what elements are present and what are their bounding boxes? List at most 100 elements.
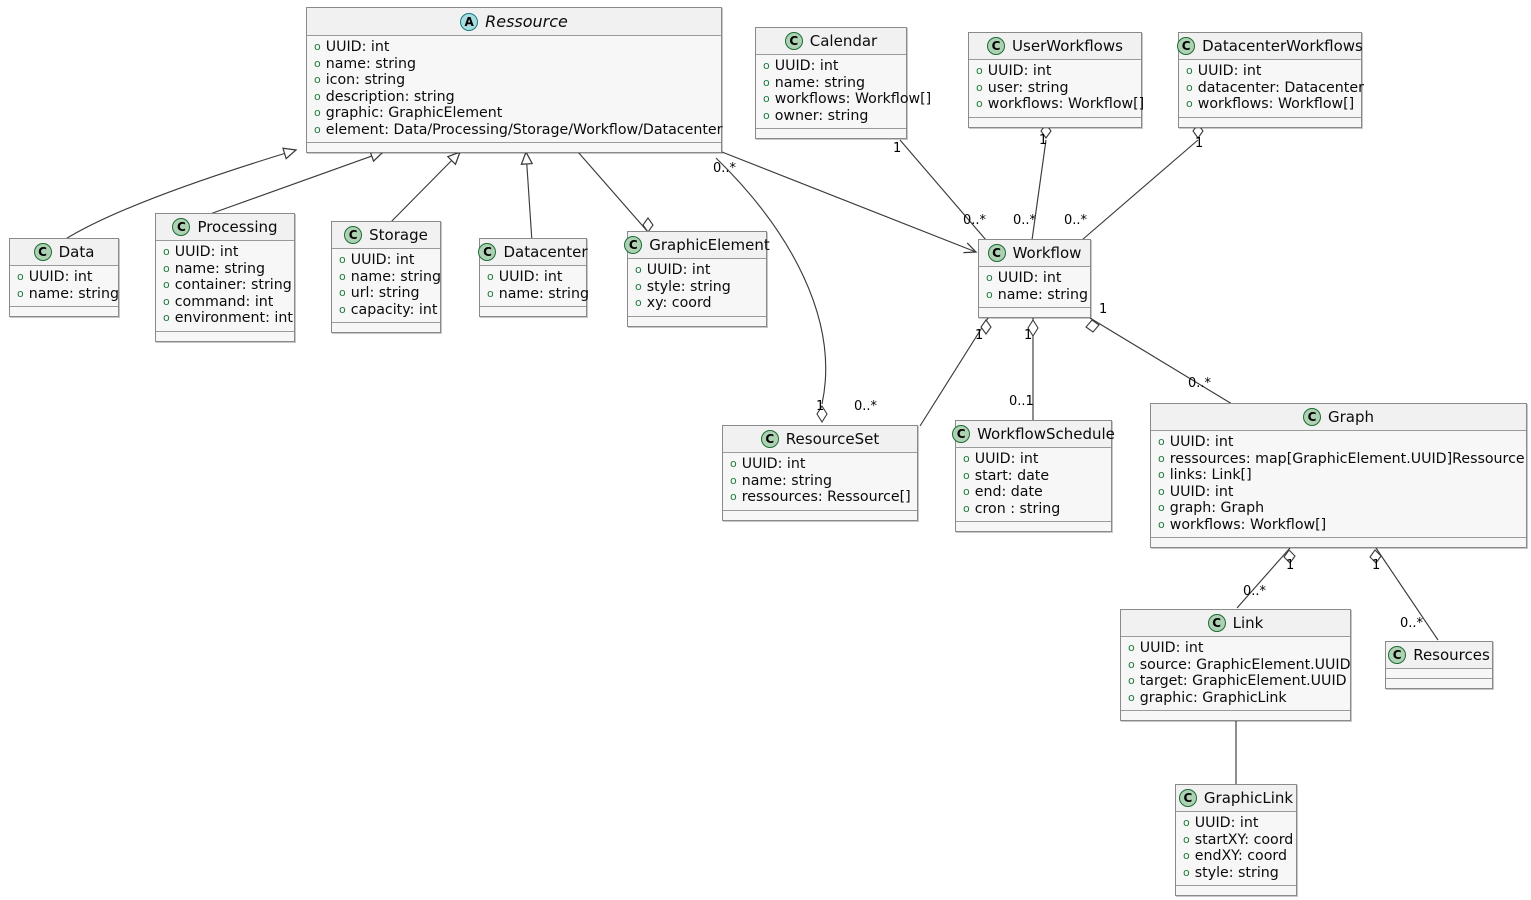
edge-datacenter-ressource <box>526 152 532 243</box>
visibility-public-icon: o <box>730 457 737 470</box>
class-title: Ressource <box>485 12 568 31</box>
visibility-public-icon: o <box>163 311 170 324</box>
attribute-text: container: string <box>174 277 292 293</box>
visibility-public-icon: o <box>487 270 494 283</box>
visibility-public-icon: o <box>1128 674 1135 687</box>
attribute-text: style: string <box>1194 864 1279 881</box>
multiplicity-label: 1 <box>893 141 902 156</box>
class-title: Resources <box>1413 646 1490 664</box>
visibility-public-icon: o <box>1128 690 1135 704</box>
multiplicity-label: 1 <box>1099 302 1108 317</box>
attribute-row: o UUID: int <box>763 58 900 75</box>
multiplicity-label: 1 <box>1195 136 1204 151</box>
class-title: Processing <box>197 218 278 236</box>
attribute-row: o ressources: Ressource[] <box>730 489 911 506</box>
class-title: ResourceSet <box>785 430 880 448</box>
class-header: C Data <box>10 239 118 266</box>
edge-workflow-graph <box>1089 317 1233 405</box>
class-title: Link <box>1232 614 1264 632</box>
visibility-public-icon: o <box>314 56 321 70</box>
attribute-text: UUID: int <box>774 58 839 74</box>
attribute-text: name: string <box>174 260 265 277</box>
multiplicity-label: 0..* <box>854 399 878 414</box>
multiplicity-label: 0..* <box>963 213 987 228</box>
operations-section <box>756 129 906 138</box>
visibility-public-icon: o <box>963 468 970 482</box>
attribute-text: name: string <box>498 285 589 302</box>
class-resources[interactable]: C Resources <box>1385 641 1493 689</box>
class-header: C Datacenter <box>478 239 588 266</box>
class-title: Datacenter <box>503 243 588 261</box>
class-stereotype-icon: C <box>952 425 971 443</box>
class-title: WorkflowSchedule <box>977 425 1115 443</box>
attribute-text: name: string <box>997 286 1088 303</box>
operations-section <box>1176 886 1296 895</box>
attribute-text: UUID: int <box>28 269 93 285</box>
attribute-text: ressources: Ressource[] <box>741 489 911 505</box>
class-header: C Resources <box>1386 642 1492 669</box>
class-header: C Storage <box>332 222 440 249</box>
visibility-public-icon: o <box>339 286 346 299</box>
multiplicity-label: 0..* <box>1400 616 1424 631</box>
attribute-text: UUID: int <box>174 244 239 260</box>
visibility-public-icon: o <box>976 64 983 77</box>
attribute-text: UUID: int <box>1194 815 1259 831</box>
attribute-text: url: string <box>350 285 420 301</box>
class-title: Calendar <box>809 32 878 50</box>
class-stereotype-icon: C <box>987 244 1006 262</box>
attribute-text: source: GraphicElement.UUID <box>1139 656 1351 673</box>
attribute-text: xy: coord <box>646 295 712 311</box>
operations-section <box>10 307 118 316</box>
attribute-text: name: string <box>741 472 832 489</box>
attribute-text: datacenter: Datacenter <box>1197 79 1364 96</box>
attribute-text: element: Data/Processing/Storage/Workflo… <box>325 121 723 138</box>
class-stereotype-icon: C <box>784 32 803 50</box>
class-stereotype-icon: C <box>987 37 1006 55</box>
visibility-public-icon: o <box>163 278 170 291</box>
multiplicity-label: 0..1 <box>1009 394 1034 409</box>
visibility-public-icon: o <box>1158 517 1165 531</box>
visibility-public-icon: o <box>314 122 321 136</box>
multiplicity-label: 1 <box>1024 328 1033 343</box>
class-title: DatacenterWorkflows <box>1202 37 1363 55</box>
visibility-public-icon: o <box>763 59 770 72</box>
multiplicity-label: 1 <box>1039 133 1048 148</box>
attribute-text: workflows: Workflow[] <box>987 96 1145 112</box>
visibility-public-icon: o <box>730 490 737 503</box>
visibility-public-icon: o <box>1158 501 1165 514</box>
attribute-text: links: Link[] <box>1169 467 1252 483</box>
